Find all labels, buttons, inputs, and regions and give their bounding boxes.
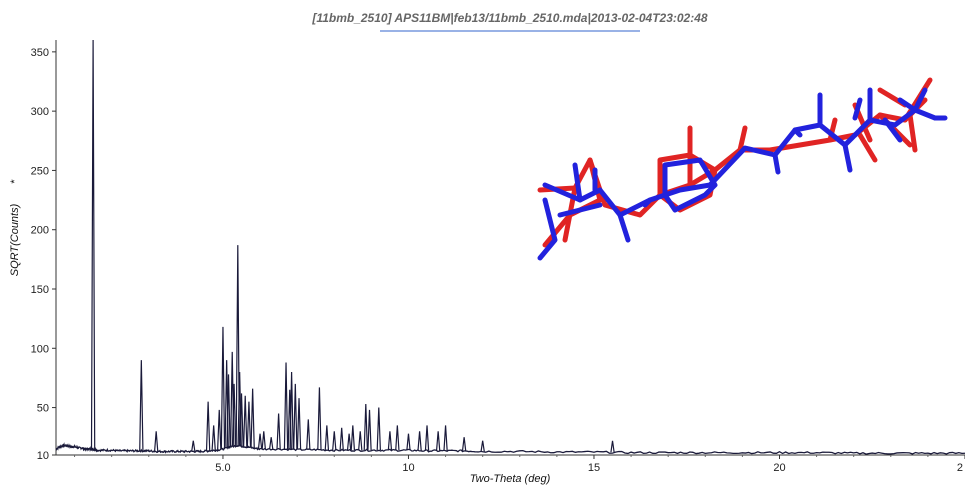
peak	[350, 425, 356, 451]
peak	[283, 362, 289, 450]
y-tick-label: 250	[31, 165, 49, 177]
peak	[276, 413, 281, 450]
peak	[235, 245, 240, 446]
x-tick-label: 5.0	[215, 462, 230, 474]
peak	[480, 440, 485, 452]
x-ticks: 5.0 10 15 20 2	[74, 455, 965, 474]
peak	[417, 431, 422, 451]
peak	[211, 425, 216, 451]
peak	[90, 39, 96, 450]
peak	[363, 403, 368, 451]
peak	[610, 440, 615, 453]
peak	[243, 395, 248, 447]
peak	[250, 388, 255, 448]
peak	[435, 431, 441, 451]
molecule-illustration	[537, 77, 948, 261]
peak	[376, 407, 381, 451]
peak	[217, 409, 222, 450]
x-axis-label: Two-Theta (deg)	[470, 473, 551, 485]
peak	[296, 398, 302, 450]
peak	[246, 401, 252, 448]
peak	[220, 326, 226, 450]
y-tick-label: 150	[31, 284, 49, 296]
peak	[268, 437, 274, 450]
peak	[424, 425, 430, 451]
peak	[324, 425, 330, 451]
peak	[293, 383, 298, 450]
y-tick-label: 350	[31, 47, 49, 59]
blue-molecule-overlay	[537, 87, 948, 261]
peak	[226, 374, 231, 448]
axes	[55, 40, 965, 456]
peak	[346, 433, 352, 451]
peak	[289, 371, 294, 450]
peak	[239, 393, 244, 447]
peak	[461, 437, 467, 451]
y-axis-label: SQRT(Counts)	[9, 203, 21, 276]
y-tick-label: 300	[31, 106, 49, 118]
y-tick-label: 50	[37, 403, 49, 415]
x-tick-label: 20	[773, 462, 785, 474]
peak	[395, 425, 400, 451]
x-tick-label: 2	[957, 462, 963, 474]
peaks-group	[90, 39, 615, 453]
peak	[443, 425, 448, 451]
y-ticks: 10 50 100 150 200 250 300 350	[31, 47, 56, 462]
peak	[387, 431, 393, 451]
y-tick-label: 200	[31, 225, 49, 237]
peak	[153, 431, 159, 452]
y-tick-label: 100	[31, 343, 49, 355]
chart-title: [11bmb_2510] APS11BM|feb13/11bmb_2510.md…	[311, 11, 707, 25]
x-tick-label: 15	[588, 462, 600, 474]
peak	[231, 383, 237, 447]
y-tick-label: 10	[37, 450, 49, 462]
x-tick-label: 10	[402, 462, 414, 474]
peak	[358, 431, 363, 451]
peak	[191, 440, 196, 452]
peak	[317, 387, 322, 450]
peak	[339, 427, 344, 451]
peak	[367, 409, 372, 451]
peak	[332, 431, 337, 451]
y-axis-marker: *	[9, 179, 21, 184]
peak	[406, 433, 411, 451]
peak	[205, 401, 211, 451]
peak	[257, 433, 263, 450]
peak	[306, 419, 311, 450]
peak	[261, 431, 266, 450]
peak	[139, 360, 144, 451]
